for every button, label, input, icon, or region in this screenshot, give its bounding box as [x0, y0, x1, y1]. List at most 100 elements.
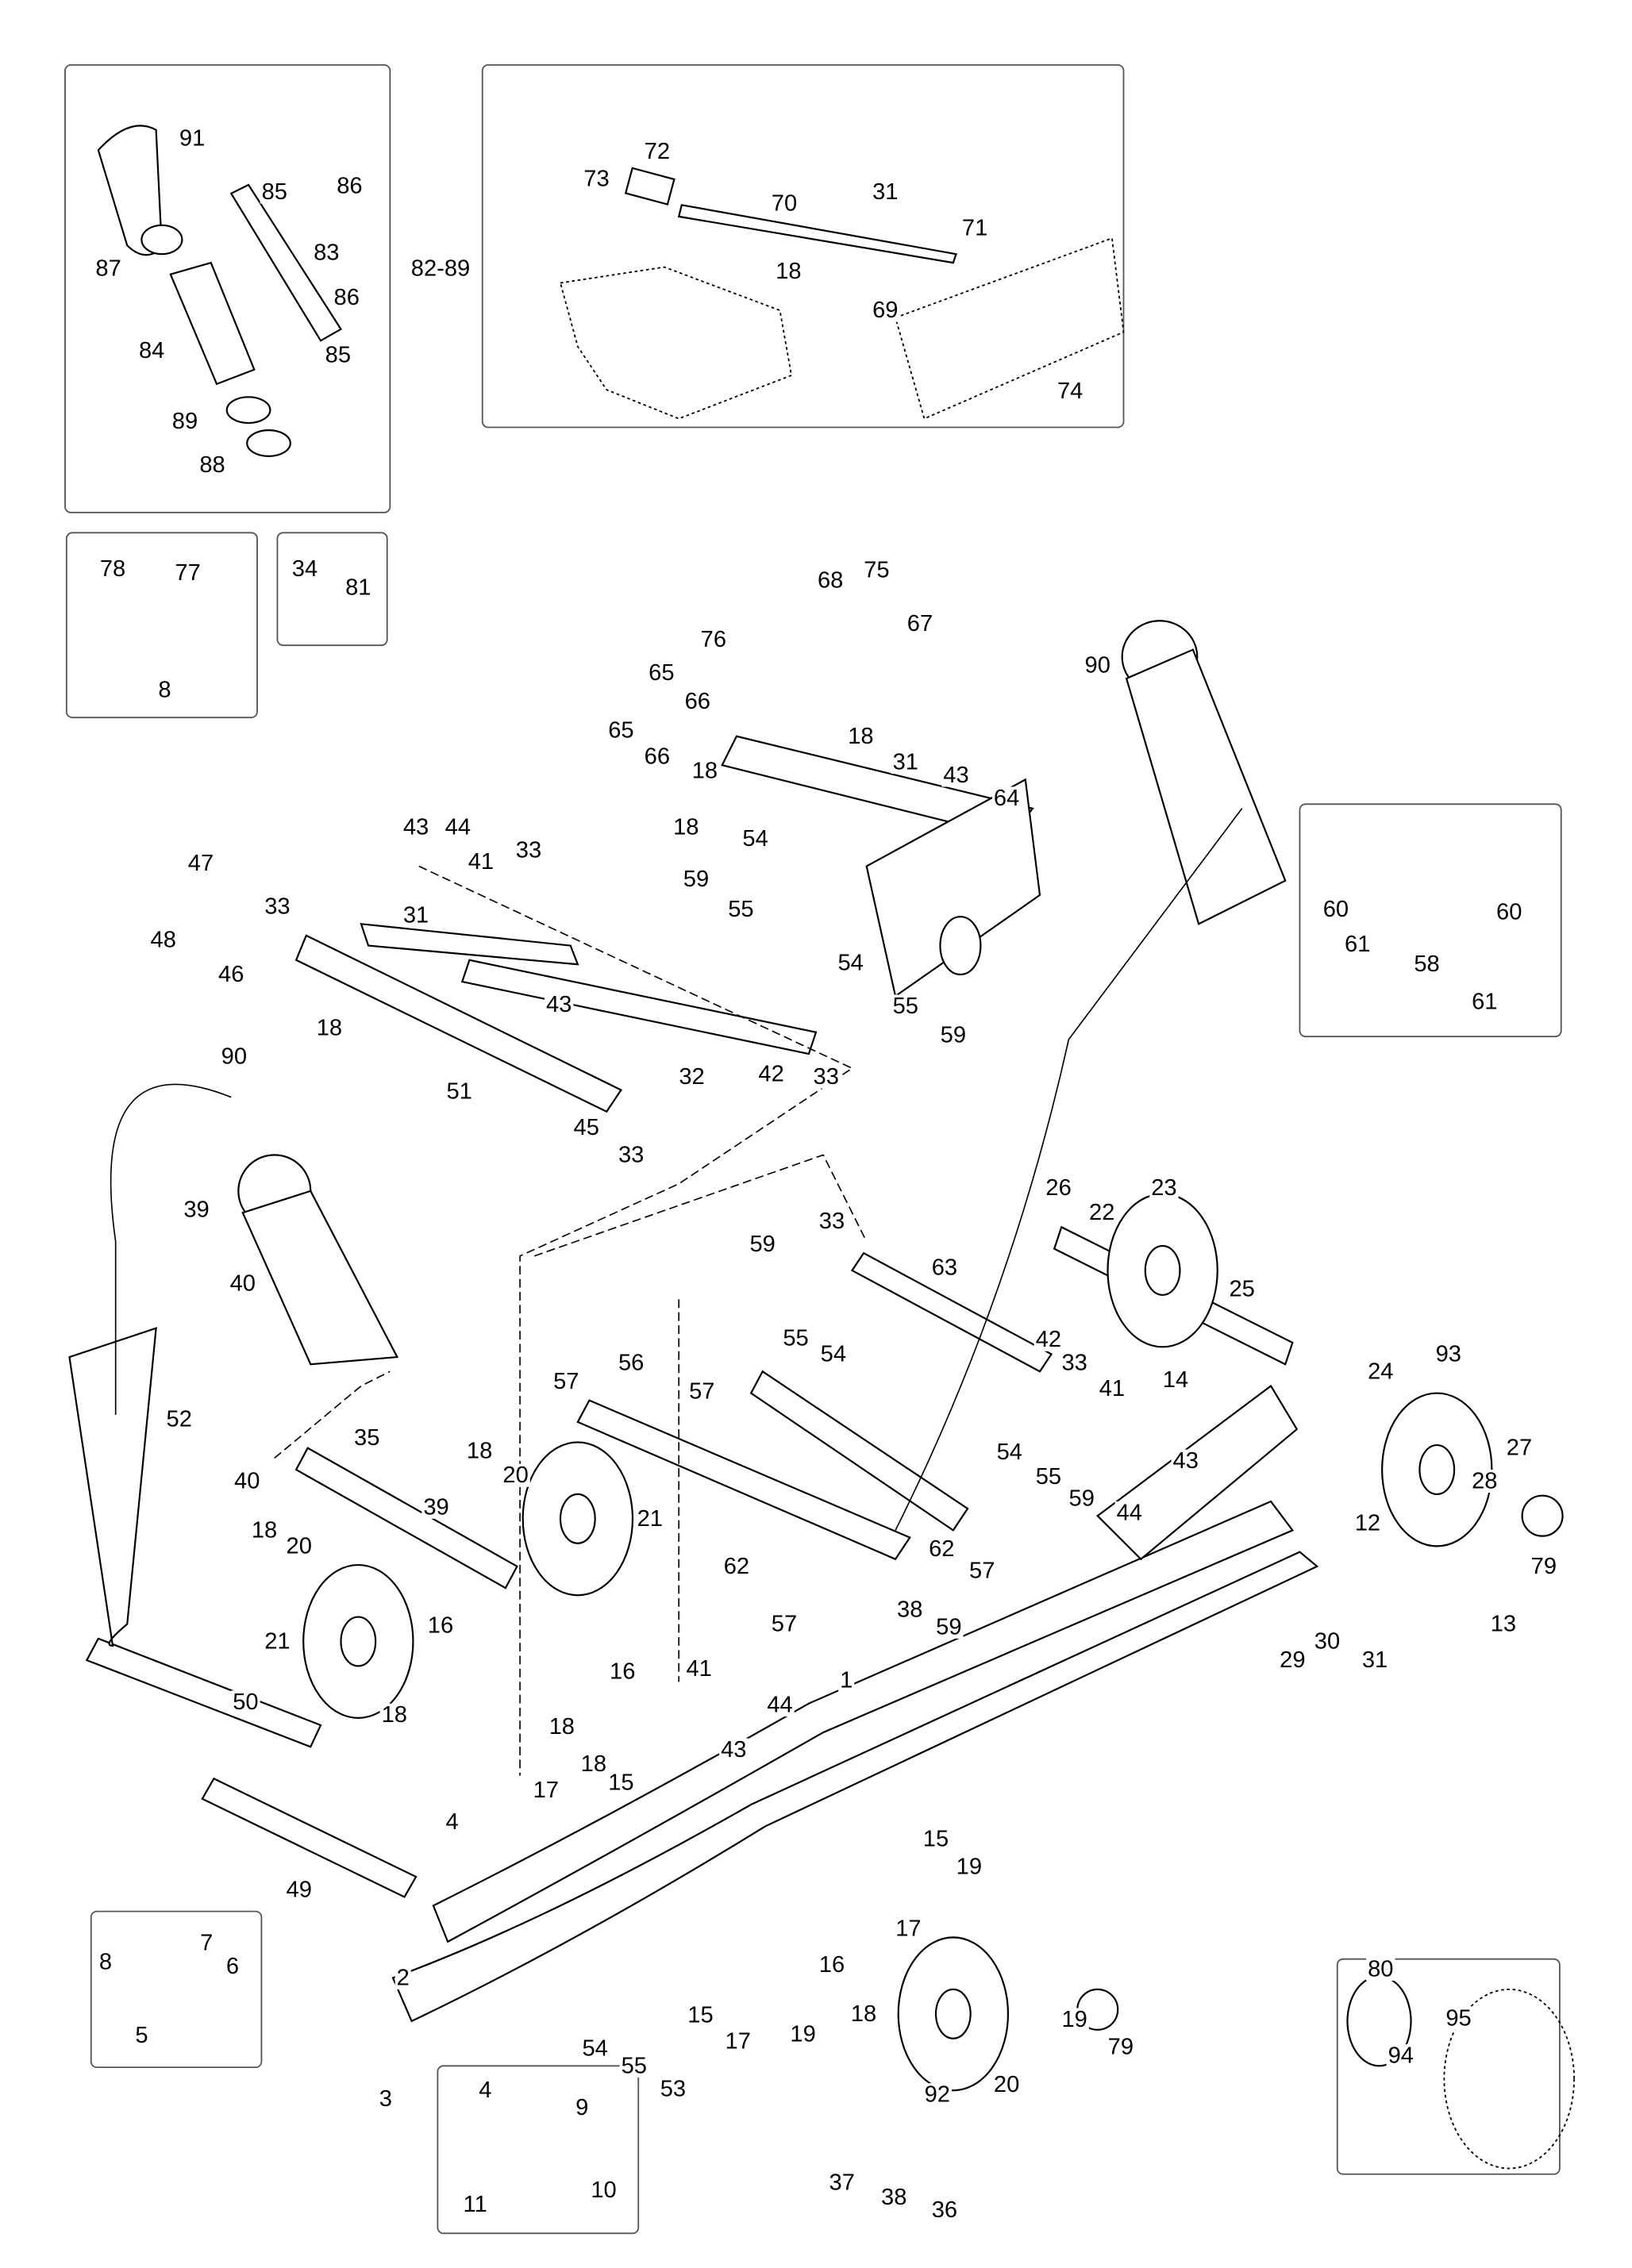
part-label-bg — [1106, 2035, 1136, 2059]
part-label-bg — [290, 557, 320, 581]
part-label-bg — [401, 815, 431, 839]
part-label-bg — [684, 1657, 714, 1681]
part-number-label: 41 — [686, 1656, 711, 1682]
part-number-label: 18 — [851, 2001, 876, 2027]
part-number-label: 18 — [581, 1751, 606, 1777]
part-number-label: 7 — [200, 1931, 213, 1956]
part-number-label: 11 — [464, 2192, 487, 2217]
part-label-bg — [531, 1778, 560, 1802]
part-label-bg — [748, 1232, 777, 1256]
part-label-bg — [756, 1062, 786, 1086]
part-label-bg — [344, 575, 373, 599]
part-number-label: 41 — [468, 849, 494, 875]
part-label-bg — [968, 1559, 997, 1582]
part-number-label: 18 — [549, 1714, 575, 1739]
part-number-label: 29 — [1280, 1647, 1305, 1673]
part-label-bg — [164, 1407, 194, 1431]
part-label-bg — [580, 2036, 610, 2061]
part-number-label: 54 — [821, 1341, 846, 1367]
part-number-label: 14 — [1163, 1367, 1188, 1393]
part-label-bg — [788, 2022, 818, 2046]
part-number-label: 16 — [819, 1952, 845, 1978]
part-label-bg — [905, 612, 935, 636]
part-label-bg — [1470, 1469, 1499, 1493]
part-number-label: 95 — [1445, 2005, 1471, 2031]
part-label-bg — [133, 2024, 150, 2047]
part-number-label: 53 — [660, 2076, 686, 2101]
part-number-label: 57 — [689, 1379, 714, 1405]
part-label-bg — [922, 2083, 953, 2107]
part-label-bg — [1114, 1501, 1144, 1525]
part-number-label: 66 — [685, 689, 710, 714]
part-label-bg — [726, 898, 756, 921]
part-label-bg — [445, 1079, 474, 1103]
part-number-label: 59 — [1069, 1486, 1095, 1511]
part-number-label: 21 — [637, 1506, 663, 1532]
part-number-label: 94 — [1388, 2043, 1414, 2069]
part-label-bg — [891, 750, 920, 775]
part-number-label: 61 — [1345, 932, 1370, 957]
part-label-bg — [1055, 379, 1085, 403]
part-number-label: 72 — [645, 139, 670, 164]
part-number-label: 56 — [618, 1350, 644, 1375]
part-number-label: 79 — [1531, 1554, 1557, 1579]
part-label-bg — [930, 2198, 960, 2222]
part-number-label: 16 — [610, 1659, 635, 1685]
part-number-label: 4 — [479, 2078, 491, 2103]
part-label-bg — [1083, 654, 1112, 678]
inset-box-shaft — [1299, 803, 1562, 1038]
part-number-label: 37 — [829, 2170, 855, 2196]
part-number-label: 31 — [403, 902, 429, 928]
part-number-label: 8 — [99, 1949, 112, 1974]
part-number-label: 17 — [726, 2028, 751, 2054]
part-label-bg — [677, 1065, 706, 1089]
part-label-bg — [642, 744, 672, 768]
part-number-label: 68 — [818, 567, 843, 593]
part-label-bg — [552, 1370, 581, 1393]
part-number-label: 50 — [233, 1689, 258, 1715]
part-label-bg — [466, 850, 496, 874]
part-number-label: 12 — [1355, 1510, 1380, 1536]
part-label-bg — [1504, 1436, 1534, 1460]
part-label-bg — [1353, 1511, 1383, 1535]
part-drawings — [68, 125, 1576, 2170]
part-number-label: 26 — [1045, 1175, 1071, 1201]
part-label-bg — [589, 2178, 618, 2202]
part-number-label: 55 — [893, 994, 918, 1019]
part-label-bg — [921, 1828, 951, 1851]
part-number-label: 85 — [262, 179, 287, 205]
part-number-label: 28 — [1472, 1469, 1497, 1494]
inset-box-linkage — [481, 63, 1125, 429]
part-label-backgrounds — [94, 127, 1559, 2222]
part-label-bg — [352, 1426, 382, 1450]
part-label-bg — [619, 2054, 649, 2078]
part-number-label: 55 — [622, 2053, 647, 2078]
part-number-label: 90 — [1085, 653, 1110, 678]
part-number-label: 43 — [546, 992, 572, 1017]
part-label-bg — [722, 1555, 752, 1578]
part-label-bg — [1097, 1377, 1127, 1401]
part-number-label: 49 — [287, 1877, 312, 1902]
part-number-label: 4 — [445, 1809, 458, 1835]
part-number-label: 73 — [583, 167, 609, 192]
part-label-bg — [1312, 1629, 1342, 1654]
part-label-bg — [1278, 1648, 1307, 1672]
part-label-bg — [1412, 952, 1441, 976]
part-number-label: 9 — [575, 2095, 588, 2120]
part-label-bg — [460, 2193, 490, 2216]
inset-box-grease-fitting — [276, 532, 388, 647]
part-number-label: 82-89 — [411, 256, 470, 281]
part-label-bg — [616, 1143, 646, 1167]
part-number-label: 22 — [1089, 1200, 1114, 1225]
part-number-label: 40 — [234, 1469, 260, 1494]
part-label-bg — [954, 1855, 984, 1878]
part-number-label: 8 — [158, 678, 171, 703]
part-label-bg — [658, 2077, 688, 2101]
part-label-bg — [1488, 1613, 1518, 1636]
part-label-bg — [219, 1045, 249, 1069]
part-number-label: 59 — [941, 1022, 966, 1048]
part-label-bg — [769, 191, 799, 216]
part-number-label: 59 — [683, 867, 709, 892]
part-number-label: 27 — [1507, 1436, 1532, 1461]
part-number-label: 18 — [382, 1702, 407, 1728]
